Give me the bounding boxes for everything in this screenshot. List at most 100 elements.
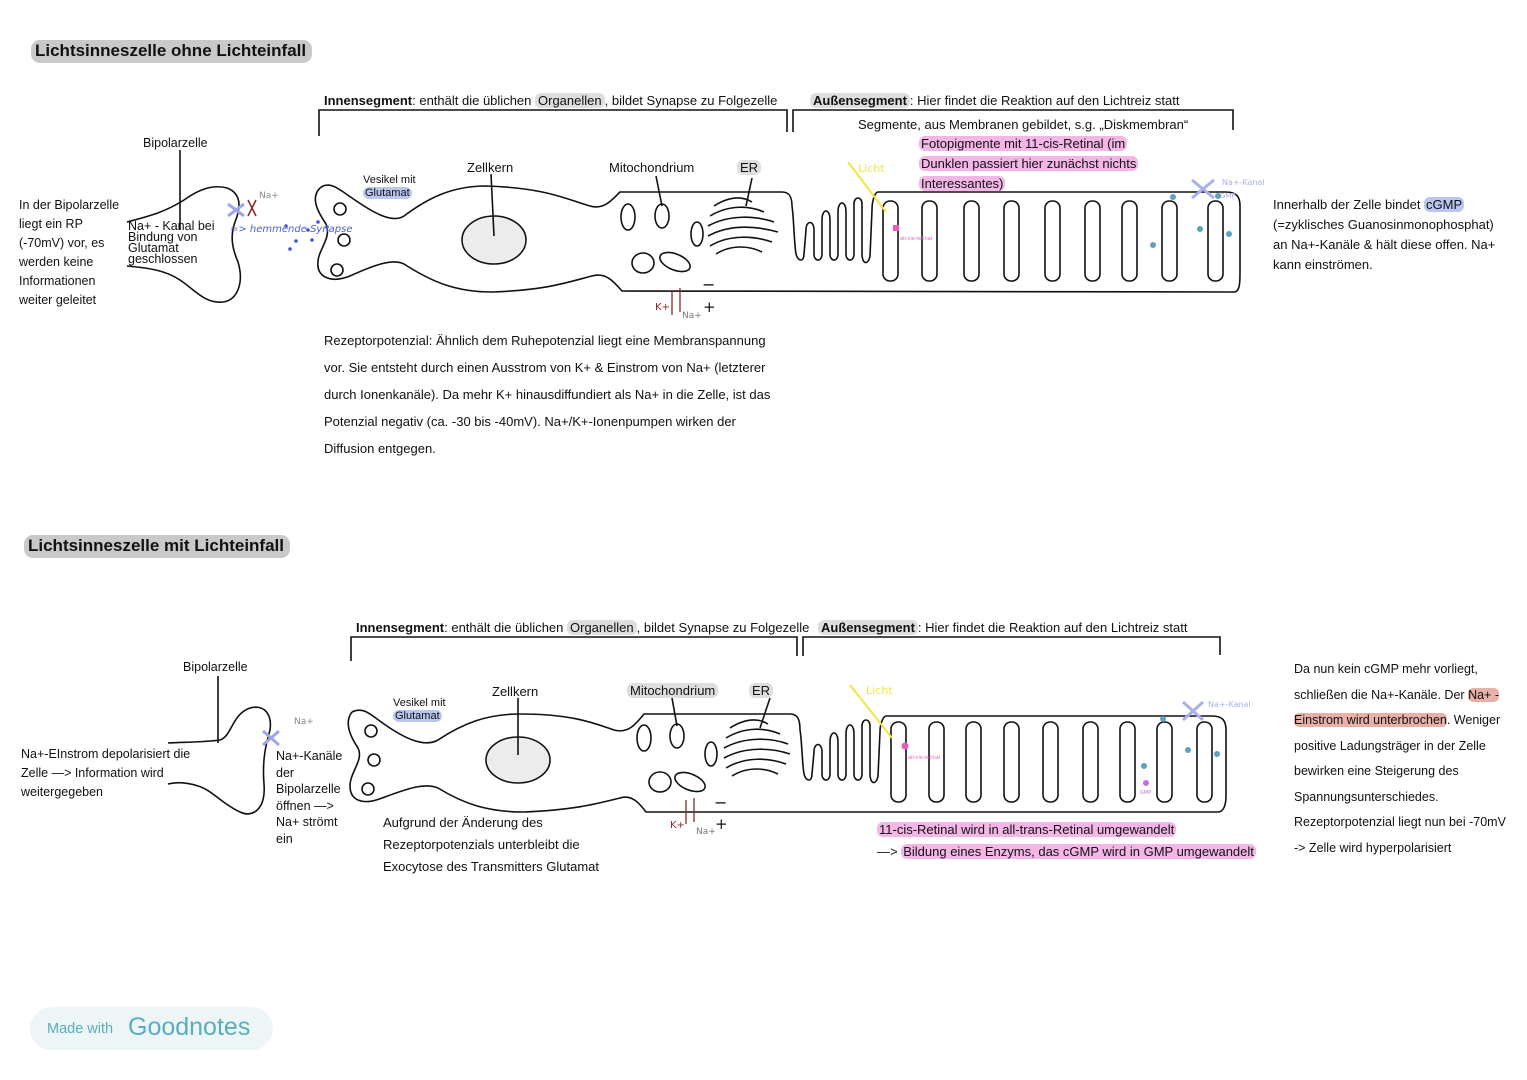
top-membrane-folds [791, 191, 879, 264]
top-na-label: Na+ [259, 191, 279, 201]
top-innensegment-bracket [318, 109, 788, 136]
bottom-innensegment-bracket [350, 636, 798, 661]
top-zellkern-label: Zellkern [467, 160, 514, 175]
top-disk-membranes [882, 200, 1224, 282]
bottom-retinal-text: 11-cis-Retinal wird in all-trans-Retinal… [877, 822, 1256, 859]
bottom-gmp-label: GMP [1140, 790, 1151, 796]
bottom-disk-membranes [890, 721, 1213, 803]
top-na2-label: Na+ [682, 311, 702, 321]
bottom-cgmp-dots [1141, 716, 1220, 769]
bottom-retinal-marker [901, 742, 909, 750]
top-segmente-label: Segmente, aus Membranen gebildet, s.g. „… [858, 117, 1189, 132]
top-mitochondrion [620, 203, 636, 231]
goodnotes-logo: Goodnotes [128, 1013, 251, 1041]
top-receptor-icon [227, 202, 245, 218]
top-licht-ray [847, 161, 887, 213]
goodnotes-badge[interactable]: Made with Goodnotes [30, 1007, 273, 1050]
bottom-mitochondrion [636, 724, 652, 752]
top-vesicle [333, 202, 347, 216]
top-bipolarzelle-label: Bipolarzelle [143, 136, 208, 150]
top-innensegment-label: Innensegment: enthält die üblichen Organ… [324, 93, 778, 108]
bottom-plus-sign: + [715, 815, 728, 833]
bottom-cell-outline [347, 711, 1227, 813]
bottom-er-shape [723, 719, 791, 777]
top-cis-label: all-cis-retinal [900, 236, 932, 242]
top-cgmp-label: cGMP [1216, 192, 1236, 200]
top-hemmende-label: => hemmende Synapse [230, 224, 353, 235]
bottom-mitochondrium-label: Mitochondrium [627, 683, 719, 699]
top-minus-sign: − [702, 275, 715, 294]
top-aussensegment-bracket [792, 109, 1234, 132]
top-nucleus [461, 215, 527, 265]
top-na-kanal-icon [1191, 178, 1215, 200]
bottom-aussensegment-label: Außensegment: Hier findet die Reaktion a… [818, 620, 1187, 636]
bottom-er-label: ER [749, 683, 774, 699]
bottom-mitochondrion [669, 723, 685, 749]
bottom-aussensegment-bracket [802, 636, 1221, 656]
top-heading: Lichtsinneszelle ohne Lichteinfall [31, 40, 313, 63]
top-mitochondrion [631, 252, 655, 274]
bottom-gmp-dot [1143, 780, 1149, 786]
bottom-na-kanal-label: Na+-Kanal [1208, 700, 1251, 709]
bottom-right-text: Da nun kein cGMP mehr vorliegt, schließe… [1294, 662, 1506, 855]
top-mito-pointer [655, 175, 663, 207]
top-licht-label: Licht [858, 162, 885, 175]
top-ion-arrows [671, 288, 681, 315]
bottom-innensegment-label: Innensegment: enthält die üblichen Organ… [356, 620, 810, 635]
bottom-mito-pointer [671, 697, 678, 727]
bottom-vesicle [361, 782, 375, 796]
bottom-minus-sign: − [714, 793, 727, 812]
top-aussensegment-label: Außensegment: Hier findet die Reaktion a… [810, 93, 1179, 109]
top-right-text: Innerhalb der Zelle bindet cGMP (=zyklis… [1273, 197, 1496, 272]
top-mitochondrium-label: Mitochondrium [609, 160, 695, 175]
bottom-licht-ray [849, 684, 893, 739]
bottom-vesicle [367, 753, 381, 767]
bottom-bipolarzelle-label: Bipolarzelle [183, 660, 248, 674]
bottom-mitochondrion [648, 771, 672, 793]
bottom-receptor-icon [262, 729, 280, 747]
bottom-na-label: Na+ [294, 717, 314, 727]
bottom-na-kanal-icon [1181, 700, 1205, 722]
bottom-ion-arrows [685, 798, 695, 824]
top-inner-membrane-upper [319, 184, 793, 220]
top-cgmp-dots [1150, 193, 1232, 248]
bottom-licht-label: Licht [866, 684, 893, 697]
bottom-na2-label: Na+ [696, 827, 716, 837]
top-retinal-marker [893, 225, 899, 231]
top-rezeptor-text: Rezeptorpotenzial: Ähnlich dem Ruhepoten… [324, 333, 771, 456]
bottom-mitochondrion [704, 741, 718, 767]
top-glutamat-dots [284, 220, 329, 251]
top-bipolar-cell [126, 185, 242, 303]
bottom-er-pointer [759, 697, 771, 729]
made-with-label: Made with [47, 1021, 114, 1037]
bottom-membrane-folds [799, 715, 887, 784]
bottom-k-label: K+ [670, 820, 685, 831]
top-fotopigmente-note: Fotopigmente mit 11-cis-Retinal (im Dunk… [919, 136, 1139, 191]
bottom-heading: Lichtsinneszelle mit Lichteinfall [24, 535, 290, 558]
bottom-bipolar-cell [167, 706, 272, 815]
top-mitochondrion [690, 221, 704, 247]
top-vesicle [330, 263, 344, 277]
bottom-zellkern-label: Zellkern [492, 684, 539, 699]
top-er-pointer [745, 177, 753, 207]
bottom-mitochondrion [674, 771, 706, 793]
bottom-vesicle [364, 724, 378, 738]
top-mitochondrion [659, 251, 691, 273]
top-na-kanal-label: Na+-Kanal [1222, 178, 1265, 187]
top-k-label: K+ [655, 302, 670, 313]
bottom-inner-membrane-upper [351, 709, 801, 744]
top-zellkern-pointer [490, 173, 495, 237]
top-er-shape [707, 197, 779, 255]
top-vesicle [337, 233, 351, 247]
top-cell-outline [314, 187, 1241, 293]
top-er-label: ER [737, 160, 762, 176]
